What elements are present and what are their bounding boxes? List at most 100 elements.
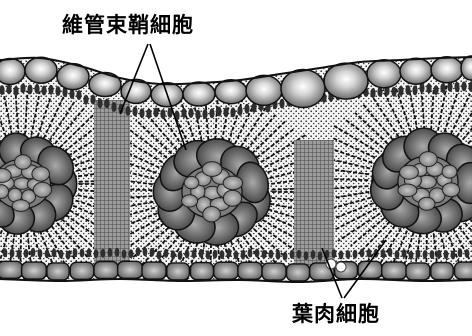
sub-epidermal-cell xyxy=(423,250,428,259)
vascular-cell xyxy=(202,162,222,177)
sub-epidermal-cell xyxy=(332,249,337,258)
lower-epidermis-cell xyxy=(70,262,94,279)
sub-epidermal-cell xyxy=(38,249,43,258)
sub-epidermal-cell xyxy=(339,250,344,259)
sub-epidermal-cell xyxy=(125,106,130,116)
sub-epidermal-cell xyxy=(290,250,295,259)
sub-epidermal-cell xyxy=(412,85,417,95)
upper-epidermis-cell xyxy=(215,80,247,104)
vascular-cell xyxy=(32,167,50,181)
stoma-guard-cell xyxy=(336,262,346,272)
sub-epidermal-cell xyxy=(209,108,214,118)
sub-epidermal-cell xyxy=(426,83,431,93)
sub-epidermal-cell xyxy=(90,95,95,105)
sub-epidermal-cell xyxy=(216,107,221,117)
sub-epidermal-cell xyxy=(59,250,64,259)
vascular-cell xyxy=(398,184,417,197)
sub-epidermal-cell xyxy=(153,108,158,118)
sub-epidermal-cell xyxy=(129,249,134,258)
sub-epidermal-cell xyxy=(76,90,81,100)
sub-epidermal-cell xyxy=(402,249,407,258)
lower-epidermis-cell xyxy=(118,261,143,278)
sub-epidermal-cell xyxy=(48,85,53,95)
sub-epidermal-cell xyxy=(80,249,85,258)
sub-epidermal-cell xyxy=(248,249,253,258)
sub-epidermal-cell xyxy=(360,249,365,258)
sub-epidermal-cell xyxy=(346,250,351,259)
sub-epidermal-cell xyxy=(3,248,8,257)
vascular-cell xyxy=(419,197,435,210)
sub-epidermal-cell xyxy=(297,250,302,259)
lower-epidermis-cell xyxy=(142,262,166,279)
sub-epidermal-cell xyxy=(451,251,456,260)
lower-epidermis-cell xyxy=(238,262,262,279)
sub-epidermal-cell xyxy=(55,86,60,96)
sub-epidermal-cell xyxy=(185,249,190,258)
lower-epidermis-cell xyxy=(382,262,407,279)
lower-epidermis-cell xyxy=(167,263,190,280)
sub-epidermal-cell xyxy=(181,108,186,118)
sub-epidermal-cell xyxy=(318,251,323,260)
vascular-cell xyxy=(442,165,457,178)
sub-epidermal-cell xyxy=(241,251,246,260)
sub-epidermal-cell xyxy=(41,86,46,96)
sub-epidermal-cell xyxy=(143,247,148,256)
sub-epidermal-cell xyxy=(13,86,18,96)
lower-epidermis-cell xyxy=(22,262,47,279)
sub-epidermal-cell xyxy=(465,249,470,258)
sub-epidermal-cell xyxy=(223,107,228,117)
sub-epidermal-cell xyxy=(136,247,141,256)
sub-epidermal-cell xyxy=(304,251,309,260)
sub-epidermal-cell xyxy=(388,248,393,257)
sub-epidermal-cell xyxy=(244,104,249,114)
sub-epidermal-cell xyxy=(146,109,151,119)
upper-epidermis-cell xyxy=(324,63,368,99)
vascular-cell xyxy=(33,182,51,197)
vascular-cell xyxy=(182,195,198,207)
vascular-cell xyxy=(223,190,241,206)
sub-epidermal-cell xyxy=(66,251,71,260)
sub-epidermal-cell xyxy=(283,252,288,261)
sub-epidermal-cell xyxy=(10,249,15,258)
sub-epidermal-cell xyxy=(398,86,403,96)
sub-epidermal-cell xyxy=(24,249,29,258)
sub-epidermal-cell xyxy=(150,248,155,257)
sub-epidermal-cell xyxy=(122,250,127,259)
lower-epidermis-cell xyxy=(94,262,118,279)
sub-epidermal-cell xyxy=(395,250,400,259)
vascular-cell xyxy=(12,200,29,212)
lower-epidermis-cell xyxy=(262,263,286,280)
upper-epidermis-cell xyxy=(367,60,401,88)
lower-epidermis-cell xyxy=(47,263,69,280)
sub-epidermal-cell xyxy=(160,109,165,119)
vascular-cell xyxy=(223,176,242,190)
sub-epidermal-cell xyxy=(111,102,116,112)
sub-epidermal-cell xyxy=(416,249,421,258)
sub-epidermal-cell xyxy=(213,250,218,259)
vascular-cell xyxy=(184,176,199,188)
vascular-cell xyxy=(442,183,459,197)
sub-epidermal-cell xyxy=(164,249,169,258)
sub-epidermal-cell xyxy=(237,106,242,116)
sub-epidermal-cell xyxy=(255,249,260,258)
sub-epidermal-cell xyxy=(461,81,466,91)
bundle-sheath-cells-label: 維管束鞘細胞 xyxy=(62,13,194,37)
sub-epidermal-cell xyxy=(139,108,144,118)
sub-epidermal-cell xyxy=(87,248,92,257)
sub-epidermal-cell xyxy=(440,83,445,93)
sub-epidermal-cell xyxy=(311,250,316,259)
sub-epidermal-cell xyxy=(279,99,284,109)
lower-epidermis-cell xyxy=(287,264,310,281)
sub-epidermal-cell xyxy=(192,249,197,258)
sub-epidermal-cell xyxy=(52,249,57,258)
sub-epidermal-cell xyxy=(437,250,442,259)
sub-epidermal-cell xyxy=(104,99,109,109)
sub-epidermal-cell xyxy=(101,249,106,258)
sub-epidermal-cell xyxy=(391,87,396,97)
lower-epidermis-cell xyxy=(406,263,430,280)
vascular-cell xyxy=(400,165,419,179)
upper-epidermis-cell xyxy=(0,59,25,85)
sub-epidermal-cell xyxy=(353,250,358,259)
